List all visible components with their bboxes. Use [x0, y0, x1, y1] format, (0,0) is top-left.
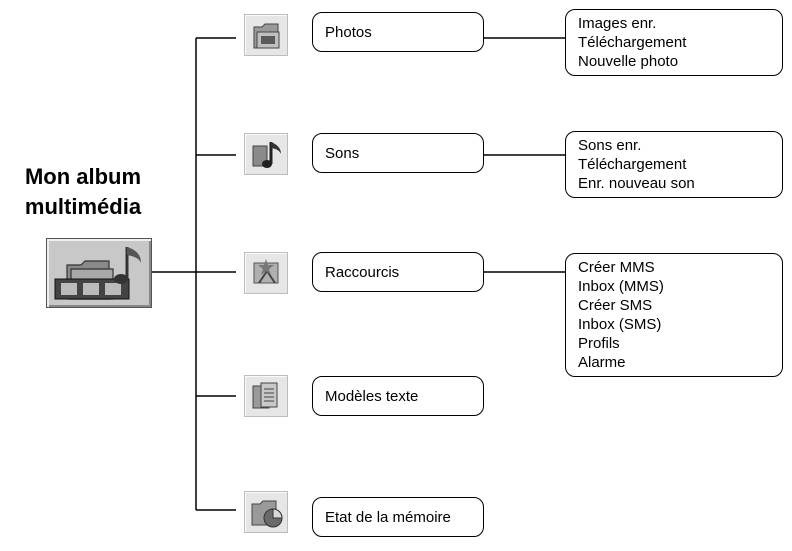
multimedia-album-icon[interactable]: [46, 238, 152, 308]
sons-submenu: Sons enr. Téléchargement Enr. nouveau so…: [565, 131, 783, 198]
list-item[interactable]: Sons enr.: [578, 137, 642, 154]
memory-status-icon[interactable]: [244, 491, 288, 533]
list-item[interactable]: Enr. nouveau son: [578, 175, 695, 192]
branch-raccourcis[interactable]: Raccourcis: [312, 252, 484, 292]
branch-etat-memoire[interactable]: Etat de la mémoire: [312, 497, 484, 537]
sound-note-icon[interactable]: [244, 133, 288, 175]
list-item[interactable]: Inbox (MMS): [578, 278, 664, 295]
shortcuts-icon[interactable]: [244, 252, 288, 294]
list-item[interactable]: Images enr.: [578, 15, 657, 32]
branch-label: Raccourcis: [325, 263, 400, 281]
list-item[interactable]: Nouvelle photo: [578, 53, 679, 70]
list-item[interactable]: Téléchargement: [578, 34, 687, 51]
text-templates-icon[interactable]: [244, 375, 288, 417]
raccourcis-submenu: Créer MMS Inbox (MMS) Créer SMS Inbox (S…: [565, 253, 783, 377]
photos-submenu: Images enr. Téléchargement Nouvelle phot…: [565, 9, 783, 76]
list-item[interactable]: Alarme: [578, 354, 626, 371]
branch-sons[interactable]: Sons: [312, 133, 484, 173]
root-title: Mon album multimédia: [8, 162, 158, 222]
list-item[interactable]: Créer MMS: [578, 259, 655, 276]
branch-label: Sons: [325, 144, 360, 162]
list-item[interactable]: Créer SMS: [578, 297, 653, 314]
branch-photos[interactable]: Photos: [312, 12, 484, 52]
list-item[interactable]: Inbox (SMS): [578, 316, 662, 333]
list-item[interactable]: Profils: [578, 335, 620, 352]
root-title-line2: multimédia: [24, 194, 142, 219]
branch-label: Modèles texte: [325, 387, 419, 405]
branch-label: Etat de la mémoire: [325, 508, 451, 526]
photos-folder-icon[interactable]: [244, 14, 288, 56]
root-title-line1: Mon album: [24, 164, 142, 189]
branch-label: Photos: [325, 23, 372, 41]
branch-modeles-texte[interactable]: Modèles texte: [312, 376, 484, 416]
list-item[interactable]: Téléchargement: [578, 156, 687, 173]
